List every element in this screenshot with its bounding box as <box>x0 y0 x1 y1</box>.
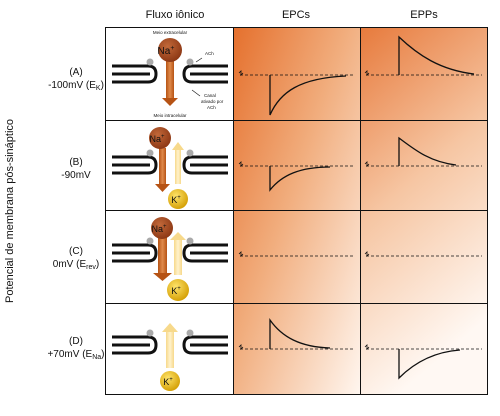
na-arrow-shaft <box>166 60 174 98</box>
ach-pointer <box>195 57 203 63</box>
label-extracellular: Meio extracelular <box>153 30 188 35</box>
break-mark <box>238 70 244 76</box>
k-ion-label: K+ <box>171 195 181 205</box>
na-ion <box>149 127 171 149</box>
epp-trace-b <box>398 136 457 166</box>
header-flux: Fluxo iônico <box>146 9 205 21</box>
break-mark <box>364 161 370 167</box>
ach-molecule-left <box>146 329 154 337</box>
membrane-channel <box>112 149 228 175</box>
label-channel-2: ativado por <box>201 99 224 104</box>
epp-trace-d <box>398 349 461 380</box>
flux-panel-c: Na+ K+ <box>112 217 228 301</box>
header-epp: EPPs <box>410 9 438 21</box>
na-ion-label: Na+ <box>151 224 167 234</box>
k-ion <box>168 189 188 209</box>
membrane-channel <box>112 58 228 84</box>
break-mark <box>364 344 370 350</box>
k-arrow-head <box>172 142 184 150</box>
ach-molecule-left <box>146 149 154 157</box>
row-d-voltage: +70mV (ENa) <box>47 349 104 361</box>
label-channel-3: ACh <box>207 105 216 110</box>
k-arrow-shaft <box>174 240 182 275</box>
na-arrow-head <box>162 98 178 106</box>
k-arrow-head <box>162 323 178 332</box>
na-ion <box>158 38 182 62</box>
channel-pointer <box>191 89 201 97</box>
ach-molecule-right <box>186 329 194 337</box>
k-arrow-head <box>170 232 186 240</box>
flux-panel-b: Na+ K+ <box>112 127 228 209</box>
k-ion <box>167 279 189 301</box>
y-axis-title: Potencial de membrana pós-sináptico <box>4 119 16 303</box>
break-mark <box>364 251 370 257</box>
ach-molecule-right <box>186 149 194 157</box>
epp-trace-a <box>398 35 475 75</box>
epc-trace-d <box>269 317 331 349</box>
traces <box>238 35 482 380</box>
na-ion-label: Na+ <box>149 134 165 144</box>
label-intracellular: Meio intracelular <box>153 113 187 118</box>
k-ion <box>160 371 180 391</box>
ach-molecule-left <box>146 237 154 245</box>
k-ion-label: K+ <box>171 286 181 296</box>
header-epc: EPCs <box>282 9 311 21</box>
row-d-letter: (D) <box>69 336 83 347</box>
row-a-letter: (A) <box>69 67 82 78</box>
epc-trace-b <box>269 166 331 192</box>
break-mark <box>364 70 370 76</box>
row-a-voltage: -100mV (EK) <box>48 80 104 92</box>
row-c-voltage: 0mV (Erev) <box>53 259 99 271</box>
label-ach: ACh <box>205 51 214 56</box>
k-arrow-shaft <box>175 150 181 184</box>
ach-molecule-right <box>186 237 194 245</box>
k-arrow-shaft <box>166 332 174 368</box>
epc-trace-a <box>269 75 347 116</box>
row-b-letter: (B) <box>69 157 82 168</box>
row-c-letter: (C) <box>69 246 83 257</box>
na-arrow-head <box>153 273 172 281</box>
grid <box>105 27 488 395</box>
membrane-channel <box>112 237 228 263</box>
k-ion-label: K+ <box>163 377 173 387</box>
na-arrow-shaft <box>159 148 166 184</box>
na-arrow-shaft <box>158 236 167 273</box>
na-arrow-head <box>155 184 170 192</box>
flux-panel-d: K+ <box>112 323 228 391</box>
break-mark <box>238 251 244 257</box>
ach-molecule-left <box>146 58 154 66</box>
break-mark <box>238 344 244 350</box>
row-b-voltage: -90mV <box>61 170 91 181</box>
na-ion-label: Na+ <box>158 45 175 57</box>
break-mark <box>238 161 244 167</box>
na-ion <box>151 217 173 239</box>
ach-molecule-right <box>186 58 194 66</box>
flux-panel-a: Meio extracelular Meio intracelular Na+ … <box>112 30 228 118</box>
row-labels: (A) -100mV (EK) (B) -90mV (C) 0mV (Erev)… <box>47 67 104 361</box>
membrane-channel <box>112 329 228 355</box>
label-channel-1: Canal <box>204 93 216 98</box>
